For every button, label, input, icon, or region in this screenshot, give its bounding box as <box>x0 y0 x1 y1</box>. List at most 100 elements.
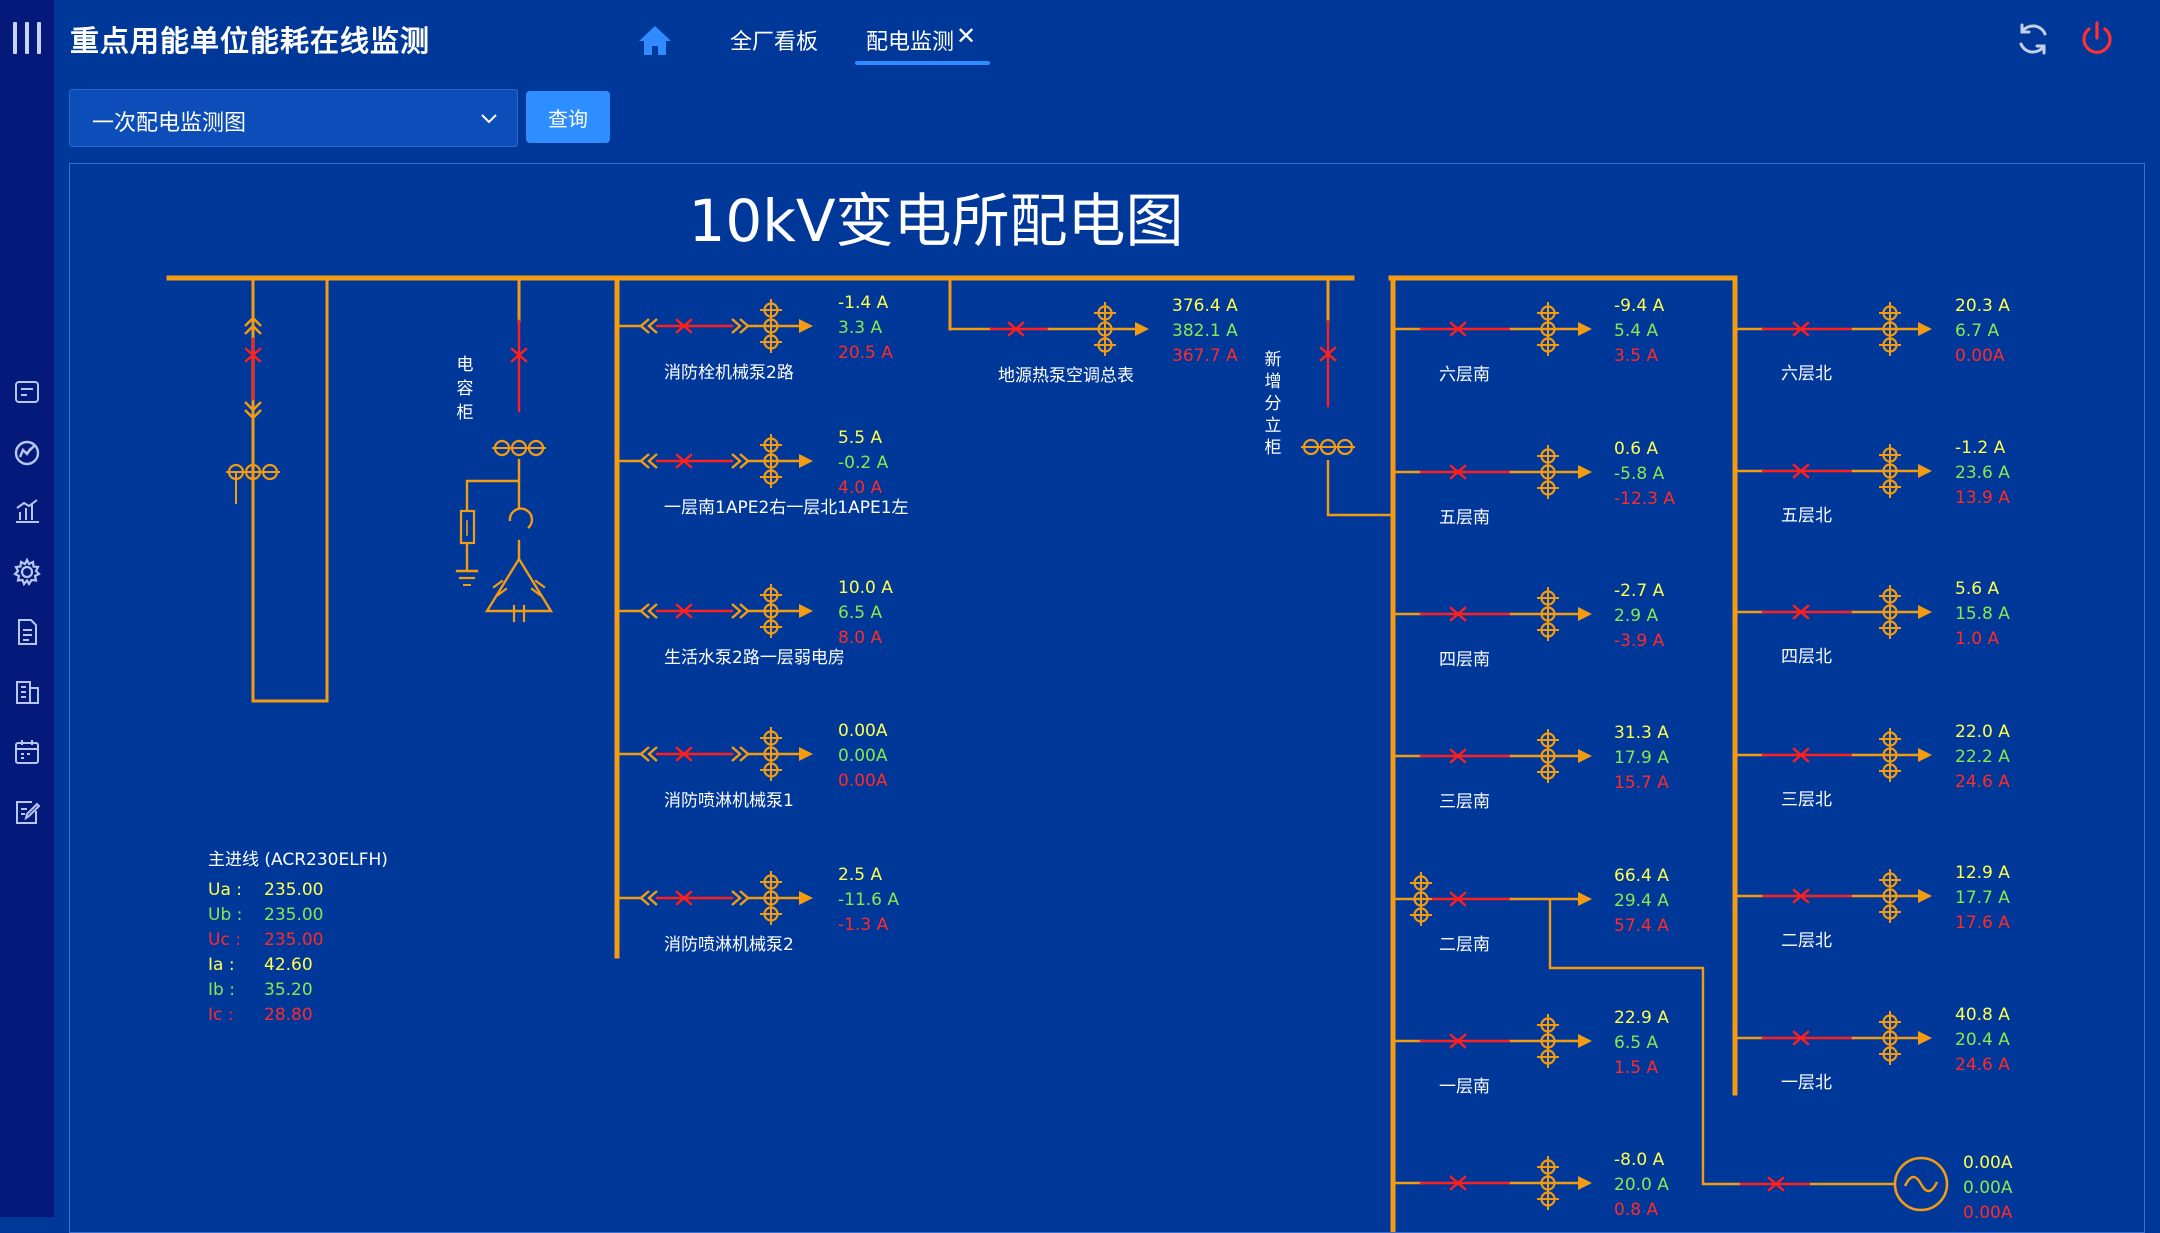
arrow-icon <box>1135 322 1149 336</box>
disconnect-chevron-icon <box>647 603 658 619</box>
arrow-icon <box>799 319 813 333</box>
reading-phase-a: -1.2 A <box>1955 438 2006 458</box>
feeder-name: 二层北 <box>1781 931 1832 951</box>
breaker-icon <box>1007 321 1025 337</box>
diagram-select[interactable]: 一次配电监测图 <box>69 89 518 147</box>
capacitor-cabinet-label: 容 <box>457 379 474 399</box>
arrow-icon <box>1918 748 1932 762</box>
arrow-icon <box>799 604 813 618</box>
reading-phase-a: 0.00A <box>1963 1153 2013 1173</box>
feeder-name: 消防喷淋机械泵1 <box>664 791 794 811</box>
reading-phase-c: 4.0 A <box>838 478 882 498</box>
reading-phase-c: -3.9 A <box>1614 631 1665 651</box>
reading-phase-a: 0.00A <box>838 721 888 741</box>
disconnect-chevron-icon <box>731 318 742 334</box>
query-button[interactable]: 查询 <box>526 91 610 143</box>
dashboard-gauge-icon[interactable] <box>12 437 42 467</box>
main-line-title: 主进线 (ACR230ELFH) <box>208 850 388 870</box>
breaker-icon <box>1792 604 1810 620</box>
new-cabinet-feeder <box>1326 460 1391 517</box>
reading-phase-a: 22.0 A <box>1955 722 2010 742</box>
bar-chart-icon[interactable] <box>12 496 42 526</box>
main-line-row-value: 235.00 <box>264 930 323 950</box>
power-icon[interactable] <box>2078 20 2116 58</box>
breaker-icon <box>675 453 693 469</box>
arrow-icon <box>1578 1034 1592 1048</box>
reading-phase-a: -9.4 A <box>1614 296 1665 316</box>
disconnect-chevron-icon <box>639 453 650 469</box>
disconnect-chevron-icon <box>639 890 650 906</box>
building-icon[interactable] <box>12 677 42 707</box>
main-line-row-label: Ic : <box>208 1005 234 1025</box>
disconnect-chevron-icon <box>244 409 262 420</box>
reading-phase-a: -2.7 A <box>1614 581 1665 601</box>
feeder-name: 六层南 <box>1439 365 1490 385</box>
menu-toggle-icon[interactable] <box>12 22 42 56</box>
reading-phase-b: -0.2 A <box>838 453 889 473</box>
reading-phase-b: 17.9 A <box>1614 748 1669 768</box>
reading-phase-b: 23.6 A <box>1955 463 2010 483</box>
reading-phase-b: 5.4 A <box>1614 321 1658 341</box>
reading-phase-c: 367.7 A <box>1172 346 1238 366</box>
arrow-icon <box>1578 1176 1592 1190</box>
reading-phase-c: 0.00A <box>1963 1203 2013 1223</box>
reading-phase-a: 12.9 A <box>1955 863 2010 883</box>
main-line-row-value: 235.00 <box>264 880 323 900</box>
document-icon[interactable] <box>12 617 42 647</box>
capacitor-cabinet-label: 柜 <box>457 403 474 423</box>
reading-phase-b: 0.00A <box>1963 1178 2013 1198</box>
reading-phase-c: 1.5 A <box>1614 1058 1658 1078</box>
arrow-icon <box>1578 465 1592 479</box>
reading-phase-c: 13.9 A <box>1955 488 2010 508</box>
refresh-icon[interactable] <box>2014 20 2052 58</box>
feeder-name: 一层北 <box>1781 1073 1832 1093</box>
reading-phase-c: 0.00A <box>838 771 888 791</box>
new-cabinet-label: 立 <box>1265 416 1282 436</box>
capacitor-icon <box>534 579 546 589</box>
reactor-icon <box>508 507 534 529</box>
arrow-icon <box>1578 749 1592 763</box>
gear-icon[interactable] <box>12 557 42 587</box>
breaker-icon <box>1449 1175 1467 1191</box>
reading-phase-c: 24.6 A <box>1955 772 2010 792</box>
calendar-icon[interactable] <box>12 737 42 767</box>
reading-phase-c: -1.3 A <box>838 915 889 935</box>
meter-icon[interactable] <box>12 377 42 407</box>
tab-distribution-monitor[interactable]: 配电监测 <box>866 30 955 55</box>
reading-phase-b: 6.5 A <box>838 603 882 623</box>
home-icon[interactable] <box>636 22 674 58</box>
disconnect-chevron-icon <box>639 318 650 334</box>
disconnect-chevron-icon <box>647 318 658 334</box>
reading-phase-b: 20.0 A <box>1614 1175 1669 1195</box>
reading-phase-c: 0.00A <box>1955 346 2005 366</box>
generator-icon <box>1903 1175 1939 1193</box>
disconnect-chevron-icon <box>731 453 742 469</box>
reading-phase-c: 3.5 A <box>1614 346 1658 366</box>
breaker-icon <box>1319 346 1337 362</box>
edit-form-icon[interactable] <box>12 797 42 827</box>
capacitor-icon <box>496 587 508 597</box>
breaker-icon <box>1767 1176 1785 1192</box>
main-line-row-label: Ia : <box>208 955 235 975</box>
disconnect-chevron-icon <box>731 603 742 619</box>
reading-phase-b: 6.5 A <box>1614 1033 1658 1053</box>
tab-factory-dashboard[interactable]: 全厂看板 <box>730 30 819 55</box>
main-line-row-label: Uc : <box>208 930 241 950</box>
chevron-down-icon <box>481 114 497 124</box>
breaker-icon <box>1449 748 1467 764</box>
new-cabinet-label: 增 <box>1265 372 1282 392</box>
sidebar-rail <box>0 0 54 1217</box>
reading-phase-c: 24.6 A <box>1955 1055 2010 1075</box>
arrow-icon <box>1578 892 1592 906</box>
arrow-icon <box>1918 1031 1932 1045</box>
reading-phase-a: -1.4 A <box>838 293 889 313</box>
close-tab-icon[interactable]: ✕ <box>956 22 977 50</box>
reading-phase-c: 1.0 A <box>1955 629 1999 649</box>
capacitor-wire <box>465 479 519 511</box>
feeder-name: 五层南 <box>1439 508 1490 528</box>
app-title: 重点用能单位能耗在线监测 <box>70 24 431 58</box>
diagram-title: 10kV变电所配电图 <box>688 187 1183 255</box>
new-cabinet-label: 新 <box>1265 350 1282 370</box>
capacitor-icon <box>492 579 504 589</box>
breaker-icon <box>675 890 693 906</box>
